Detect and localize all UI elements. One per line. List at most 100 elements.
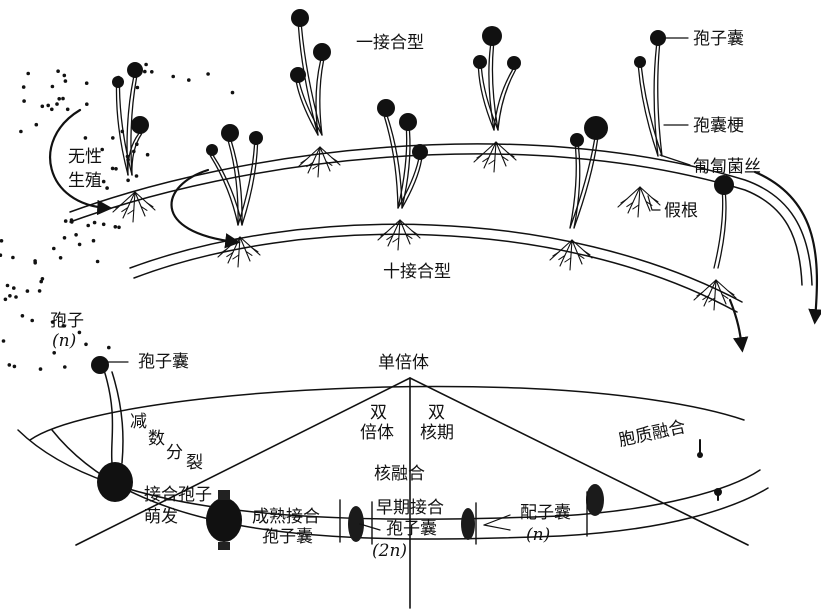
sporangium-head (714, 175, 734, 195)
label-zygospore-germ-2: 萌发 (144, 507, 178, 527)
spore-dot (63, 79, 68, 83)
spore-dot (33, 261, 37, 265)
gametangia-pair (461, 484, 604, 540)
spore-dot (83, 136, 88, 140)
sporangium-head (112, 76, 124, 88)
spore-dot (69, 218, 74, 222)
spore-dot (77, 242, 82, 247)
sporangium-head (570, 133, 584, 147)
label-asexual-2: 生殖 (68, 171, 102, 191)
sporangium-head (291, 9, 309, 27)
spore-dot (135, 142, 139, 146)
sporangiophore-cluster (290, 9, 331, 136)
spore-dot (12, 364, 17, 369)
label-karyogamy: 核融合 (374, 464, 425, 484)
cycle-phase-lines (75, 377, 749, 609)
sporangium-head (206, 144, 218, 156)
spore-dot (11, 255, 15, 260)
asexual-arrow-1 (49, 108, 113, 216)
label-meiosis-1: 减 (130, 412, 147, 432)
spore-dot (86, 223, 90, 228)
sporangium-head (249, 131, 263, 145)
sporangium-head (412, 144, 428, 160)
rhizoid-tuft (297, 146, 341, 178)
label-diploid-b: 倍体 (360, 423, 394, 443)
sporangium-head (473, 55, 487, 69)
spore-dot (21, 85, 26, 89)
spore-dot (0, 253, 3, 257)
spore-dot (125, 154, 130, 159)
label-minus-mating-type: 一接合型 (356, 33, 424, 53)
sporangiophore-cluster (206, 124, 263, 226)
sporangiophore-cluster (634, 30, 666, 157)
spore-dot (145, 152, 150, 157)
spore-dot (63, 365, 67, 369)
label-asexual-1: 无性 (68, 147, 102, 167)
sporangium-head (221, 124, 239, 142)
spore-dot (39, 279, 43, 284)
spore-dot (91, 238, 96, 243)
spore-dot (206, 72, 210, 76)
spore-dot (50, 320, 55, 324)
spore-dot (56, 69, 60, 73)
spore-dot (26, 71, 31, 76)
spore-dot (50, 107, 54, 112)
label-stolon: 匍匐菌丝 (693, 157, 761, 177)
label-spores-ploidy: (n) (52, 331, 76, 351)
right-arrow-down (728, 298, 749, 353)
spore-dot (126, 157, 130, 162)
sporangium-head (131, 116, 149, 134)
spore-dot (20, 314, 25, 318)
spore-dot (117, 225, 121, 230)
label-dikaryon-b: 核期 (420, 423, 454, 443)
spore-dot (74, 233, 78, 237)
sporangium-head (634, 56, 646, 68)
spore-dot (144, 62, 148, 67)
label-sporangium-top: 孢子囊 (693, 29, 744, 49)
spore-dot (61, 324, 66, 328)
spore-dot (55, 102, 59, 106)
sporangium-head (507, 56, 521, 70)
spore-dot (116, 75, 121, 80)
spore-dot (12, 286, 16, 290)
right-cycle-arrow (753, 170, 821, 325)
spore-dot (5, 283, 10, 288)
sporangiophore-cluster (569, 116, 608, 229)
rhizoid-tuft (693, 279, 737, 311)
sporangium-head (290, 67, 306, 83)
sporangium-head (584, 116, 608, 140)
spore-dot (126, 178, 130, 183)
spore-dot (62, 236, 67, 240)
spore-dot (114, 167, 118, 171)
spore-dot (85, 102, 89, 106)
rhizoid-tuft (112, 191, 156, 223)
spore-dot (1, 339, 6, 343)
rhizoid-tuft (617, 186, 661, 218)
label-meiosis-2: 数 (148, 429, 165, 449)
spore-dot (95, 259, 100, 264)
rhizoids (112, 141, 737, 311)
spore-dot (8, 294, 12, 298)
spore-dot (63, 219, 68, 223)
sporangium-head (650, 30, 666, 46)
rhizoid-tuft (377, 219, 421, 251)
spore-dot (52, 246, 56, 251)
sporangiophore-cluster (377, 99, 428, 209)
label-early-zygosporangium-2: 孢子囊 (386, 519, 437, 539)
spore-dot (40, 104, 45, 109)
spore-dot (77, 330, 82, 335)
mature-zygosporangium (206, 490, 242, 550)
label-spores: 孢子 (50, 311, 84, 331)
label-sporangium-left: 孢子囊 (138, 352, 189, 372)
plasmogamy-progametangia (697, 439, 722, 501)
spore-dot (40, 277, 45, 281)
spore-dot (150, 70, 154, 74)
spore-dot (57, 97, 61, 101)
spore-dot (37, 289, 42, 293)
zygospore-structures (91, 356, 722, 550)
cycle-arrows (49, 108, 821, 353)
spore-dot (84, 342, 88, 347)
label-haploid: 单倍体 (378, 353, 429, 373)
sporangiophore-cluster (713, 175, 734, 269)
asexual-arrow-2 (170, 168, 241, 249)
